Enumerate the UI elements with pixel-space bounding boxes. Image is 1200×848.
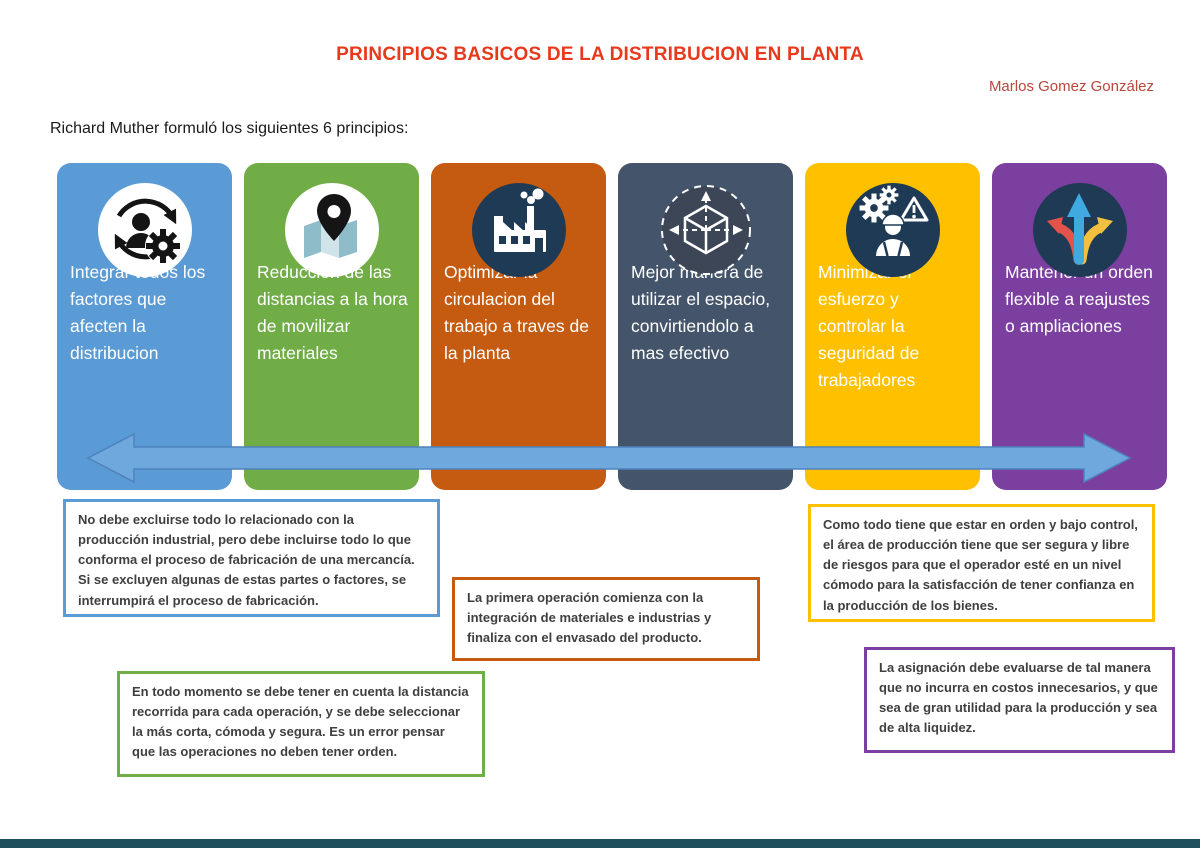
- principle-label: Mantener un orden flexible a reajustes o…: [1005, 262, 1153, 336]
- note-distancias: En todo momento se debe tener en cuenta …: [117, 671, 485, 777]
- map-location-pin-icon: [282, 180, 382, 280]
- principle-card-integrar: Integrar todos los factores que afecten …: [57, 163, 232, 490]
- note-flexibilidad: La asignación debe evaluarse de tal mane…: [864, 647, 1175, 753]
- page-title: PRINCIPIOS BASICOS DE LA DISTRIBUCION EN…: [336, 44, 864, 65]
- note-text: Como todo tiene que estar en orden y baj…: [823, 517, 1138, 613]
- note-text: La asignación debe evaluarse de tal mane…: [879, 660, 1158, 736]
- double-arrow-shape: [86, 432, 1132, 484]
- principle-card-espacio: Mejor manera de utilizar el espacio, con…: [618, 163, 793, 490]
- factory-icon: [469, 180, 569, 280]
- person-cycle-gear-icon: [95, 180, 195, 280]
- flexible-arrows-icon: [1030, 180, 1130, 280]
- principle-card-flexible: Mantener un orden flexible a reajustes o…: [992, 163, 1167, 490]
- principle-label: Minimizar el esfuerzo y controlar la seg…: [818, 262, 920, 390]
- worker-safety-icon: [843, 180, 943, 280]
- note-circulacion: La primera operación comienza con la int…: [452, 577, 760, 661]
- note-text: En todo momento se debe tener en cuenta …: [132, 684, 469, 760]
- principle-card-distancias: Reduccion de las distancias a la hora de…: [244, 163, 419, 490]
- note-text: No debe excluirse todo lo relacionado co…: [78, 512, 415, 608]
- principle-card-seguridad: Minimizar el esfuerzo y controlar la seg…: [805, 163, 980, 490]
- note-text: La primera operación comienza con la int…: [467, 590, 712, 646]
- note-seguridad: Como todo tiene que estar en orden y baj…: [808, 504, 1155, 622]
- author-name: Marlos Gomez González: [988, 78, 1154, 95]
- space-cube-icon: [656, 180, 756, 280]
- bottom-bar: [0, 839, 1200, 848]
- note-integracion: No debe excluirse todo lo relacionado co…: [63, 499, 440, 617]
- principle-card-circulacion: Optimizar la circulacion del trabajo a t…: [431, 163, 606, 490]
- double-arrow: [86, 432, 1132, 484]
- principles-row: Integrar todos los factores que afecten …: [57, 163, 1167, 490]
- intro-text: Richard Muther formuló los siguientes 6 …: [50, 120, 409, 137]
